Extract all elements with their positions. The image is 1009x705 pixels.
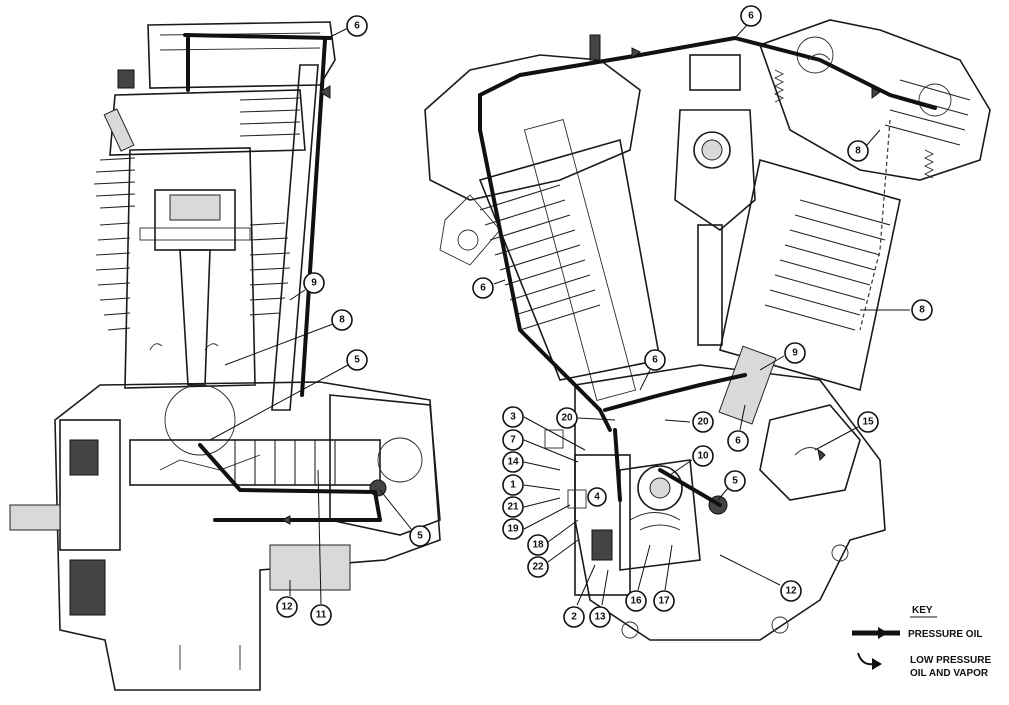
callout-right-21 [502,496,524,518]
callout-left-5b-label: 5 [417,531,423,542]
callout-right-9 [784,342,806,364]
callouts: 6 9 8 5 5 12 11 6 8 6 8 6 [209,5,933,628]
front-cylinder-head [424,54,641,266]
callout-right-8-side [911,299,933,321]
connecting-rod [179,249,211,386]
callout-right-22-label: 22 [532,562,544,573]
key-low-pressure-line1: LOW PRESSURE [910,655,991,666]
rear-cylinder-fins [719,158,901,392]
carburetor [589,34,756,346]
callout-left-5a [346,349,368,371]
rear-tappet [718,345,777,425]
callout-right-5 [724,470,746,492]
callout-right-14 [502,451,524,473]
callout-right-14-label: 14 [507,457,519,468]
callout-right-8-top [847,140,869,162]
callout-left-12-label: 12 [281,602,293,613]
callout-left-5b [409,525,431,547]
callout-right-2 [563,606,585,628]
rear-cylinder-head [758,19,991,181]
callout-left-9 [303,272,325,294]
callout-right-20b-label: 20 [697,417,709,428]
callout-right-8-side-label: 8 [919,305,925,316]
oil-pump [269,544,351,591]
callout-left-12 [276,596,298,618]
spark-plug [103,69,135,152]
callout-right-19 [502,518,524,540]
callout-right-6-left [472,277,494,299]
left-engine-cutaway [9,21,441,691]
key-heading: KEY [912,605,933,616]
callout-right-20a-label: 20 [561,413,573,424]
callout-right-15-label: 15 [862,417,874,428]
pushrod-tube [271,64,319,411]
callout-left-8-label: 8 [339,315,345,326]
callout-right-1 [502,474,524,496]
legend-key: KEY PRESSURE OIL LOW PRESSURE OIL AND VA… [852,605,991,679]
callout-right-19-label: 19 [507,524,519,535]
callout-right-7-label: 7 [510,435,516,446]
right-oil-pump [544,429,631,596]
callout-right-16 [625,590,647,612]
callout-right-13-label: 13 [594,612,606,623]
callout-right-12-label: 12 [785,586,797,597]
right-engine-front-view [424,19,991,641]
callout-right-3 [502,406,524,428]
callout-right-20a [556,407,578,429]
pressure-oil-swatch [852,627,900,639]
callout-right-17 [653,590,675,612]
callout-right-12 [780,580,802,602]
callout-right-22 [527,556,549,578]
right-crankcase [574,364,886,641]
callout-right-21-label: 21 [507,502,519,513]
callout-right-5-label: 5 [732,476,738,487]
callout-right-4 [587,487,607,507]
callout-left-6-label: 6 [354,21,360,32]
callout-right-6-top-label: 6 [748,11,754,22]
callout-right-15 [857,411,879,433]
gear-case [329,394,441,536]
callout-right-9-label: 9 [792,348,798,359]
callout-right-18 [527,534,549,556]
cylinder-barrel [95,147,291,389]
low-pressure-arrow-icon [857,652,882,670]
callout-right-10-label: 10 [697,451,709,462]
callout-left-8 [331,309,353,331]
key-low-pressure-line2: OIL AND VAPOR [910,668,989,679]
callout-right-18-label: 18 [532,540,544,551]
callout-right-1-label: 1 [510,480,516,491]
callout-right-8-top-label: 8 [855,146,861,157]
callout-right-3-label: 3 [510,412,516,423]
callout-right-6-mid [644,349,666,371]
callout-right-2-label: 2 [571,612,577,623]
callout-left-11-label: 11 [316,610,327,621]
callout-right-10 [692,445,714,467]
piston [139,189,251,251]
callout-right-16-label: 16 [630,596,642,607]
callout-left-6 [346,15,368,37]
callout-right-6-low [727,430,749,452]
callout-left-11 [310,604,332,626]
callout-right-6-left-label: 6 [480,283,486,294]
callout-right-20b [692,411,714,433]
callout-right-6-mid-label: 6 [652,355,658,366]
crankcase [54,381,441,691]
crankshaft [9,419,381,616]
callout-right-6-top [740,5,762,27]
key-pressure-oil-label: PRESSURE OIL [908,629,982,640]
callout-right-4-label: 4 [594,492,600,503]
callout-left-9-label: 9 [311,278,317,289]
callout-right-17-label: 17 [658,596,670,607]
callout-right-7 [502,429,524,451]
left-pressure-oil-line [183,33,382,522]
callout-left-5a-label: 5 [354,355,360,366]
callout-right-13 [589,606,611,628]
callout-right-6-low-label: 6 [735,436,741,447]
cylinder-head [93,89,306,209]
